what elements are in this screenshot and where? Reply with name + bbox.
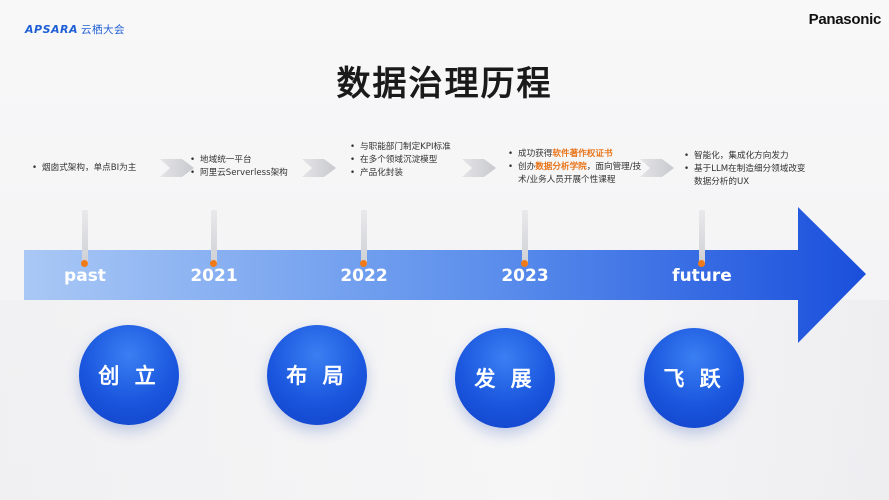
stage-bullet: 地域统一平台 xyxy=(190,154,330,167)
timeline-pin xyxy=(699,210,705,265)
chevron-right-icon xyxy=(160,159,194,177)
page-title: 数据治理历程 xyxy=(336,64,553,104)
chevron-right-icon xyxy=(302,159,336,177)
timeline-label-2022: 2022 xyxy=(340,266,388,286)
stage-bullet: 创办数据分析学院，面向管理/技术/业务人员开展个性课程 xyxy=(508,161,648,187)
timeline-dot xyxy=(81,260,88,267)
timeline-dot xyxy=(210,260,217,267)
phase-circle-develop: 发 展 xyxy=(455,328,555,428)
stage-caption-future: 智能化，集成化方向发力基于LLM在制造细分领域改变数据分析的UX xyxy=(684,150,809,189)
bullet-text: 基于LLM在制造细分领域改变数据分析的UX xyxy=(694,164,806,187)
stage-caption-2023: 成功获得软件著作权证书创办数据分析学院，面向管理/技术/业务人员开展个性课程 xyxy=(508,148,648,187)
timeline-label-future: future xyxy=(672,266,732,286)
bullet-text: 阿里云Serverless架构 xyxy=(200,168,288,178)
stage-bullet: 智能化，集成化方向发力 xyxy=(684,150,809,163)
apsara-logo-cn: 云栖大会 xyxy=(81,24,125,36)
bullet-text: 智能化，集成化方向发力 xyxy=(694,151,789,161)
bullet-text: 地域统一平台 xyxy=(200,155,252,165)
timeline-dot xyxy=(360,260,367,267)
timeline-pin xyxy=(361,210,367,265)
phase-label: 飞 跃 xyxy=(663,367,725,391)
stage-caption-past: 烟囱式架构，单点BI为主 xyxy=(32,162,182,175)
stage-bullet: 产品化封装 xyxy=(350,167,460,180)
timeline-label-2023: 2023 xyxy=(501,266,549,286)
stage-bullet: 与职能部门制定KPI标准 xyxy=(350,141,460,154)
phase-label: 创 立 xyxy=(98,364,160,388)
stage-bullet: 基于LLM在制造细分领域改变数据分析的UX xyxy=(684,163,809,189)
timeline-label-2021: 2021 xyxy=(190,266,238,286)
phase-circle-leap: 飞 跃 xyxy=(644,328,744,428)
chevron-right-icon xyxy=(462,159,496,177)
bullet-text: 烟囱式架构，单点BI为主 xyxy=(42,163,137,173)
timeline-pin xyxy=(82,210,88,265)
panasonic-logo: Panasonic xyxy=(808,11,882,28)
bullet-text: ，面向管理/技术/业务人员开展个性课程 xyxy=(518,162,642,185)
timeline-dot xyxy=(698,260,705,267)
highlight-text: 数据分析学院 xyxy=(535,162,587,172)
stage-bullet: 在多个领域沉淀模型 xyxy=(350,154,460,167)
bullet-text: 成功获得 xyxy=(518,149,553,159)
stage-bullet: 成功获得软件著作权证书 xyxy=(508,148,648,161)
bullet-text: 产品化封装 xyxy=(360,168,403,178)
stage-bullet: 阿里云Serverless架构 xyxy=(190,167,330,180)
phase-circle-founding: 创 立 xyxy=(79,325,179,425)
highlight-text: 软件著作权证书 xyxy=(552,149,613,159)
bullet-text: 创办 xyxy=(518,162,536,172)
timeline-pin xyxy=(211,210,217,265)
stage-caption-2021: 地域统一平台阿里云Serverless架构 xyxy=(190,154,330,180)
bullet-text: 与职能部门制定KPI标准 xyxy=(360,142,451,152)
timeline-pin xyxy=(522,210,528,265)
stage-bullet: 烟囱式架构，单点BI为主 xyxy=(32,162,182,175)
timeline-label-past: past xyxy=(64,266,106,286)
apsara-logo-text: APSARA xyxy=(25,23,78,36)
chevron-right-icon xyxy=(640,159,674,177)
phase-label: 发 展 xyxy=(474,367,536,391)
phase-label: 布 局 xyxy=(286,364,348,388)
bullet-text: 在多个领域沉淀模型 xyxy=(360,155,438,165)
phase-circle-layout: 布 局 xyxy=(267,325,367,425)
stage-caption-2022: 与职能部门制定KPI标准在多个领域沉淀模型产品化封装 xyxy=(350,141,460,180)
timeline-dot xyxy=(521,260,528,267)
